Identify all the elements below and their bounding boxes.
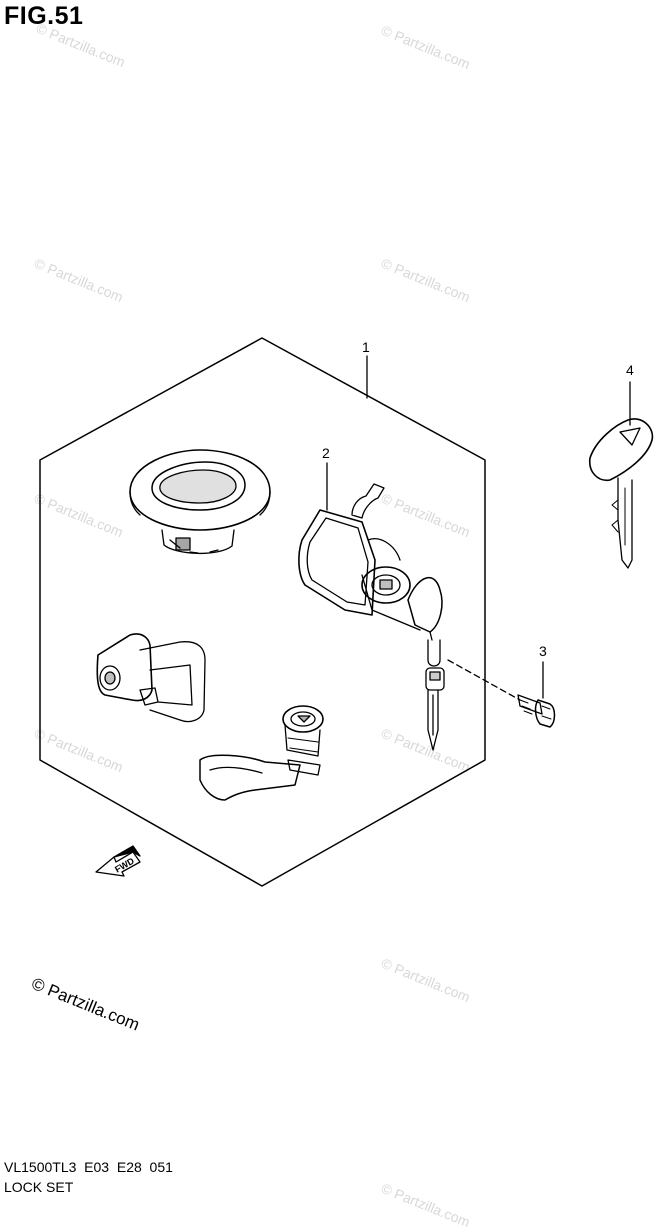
seat-lock-part <box>298 483 445 751</box>
assembly-name: LOCK SET <box>4 1179 74 1195</box>
helmet-lock-part <box>96 633 206 723</box>
callout-4-label: 4 <box>626 362 634 378</box>
diagram-stage: © Partzilla.com © Partzilla.com © Partzi… <box>4 2 654 1230</box>
model-code: VL1500TL3 E03 E28 051 <box>4 1159 173 1175</box>
cover-lock-part <box>199 705 324 801</box>
callout-3-label: 3 <box>539 643 547 659</box>
bolt-part <box>517 694 556 728</box>
parts-diagram: 1 <box>39 337 654 887</box>
callout-2-label: 2 <box>322 445 330 461</box>
fwd-direction-arrow: FWD <box>95 845 141 877</box>
bolt-dashed-leader <box>447 659 521 701</box>
fuel-cap-part <box>129 449 271 555</box>
figure-title: FIG.51 <box>4 2 84 30</box>
kit-boundary-hexagon <box>39 337 486 887</box>
key-blank-part <box>588 418 654 569</box>
callout-1-label: 1 <box>362 339 370 355</box>
